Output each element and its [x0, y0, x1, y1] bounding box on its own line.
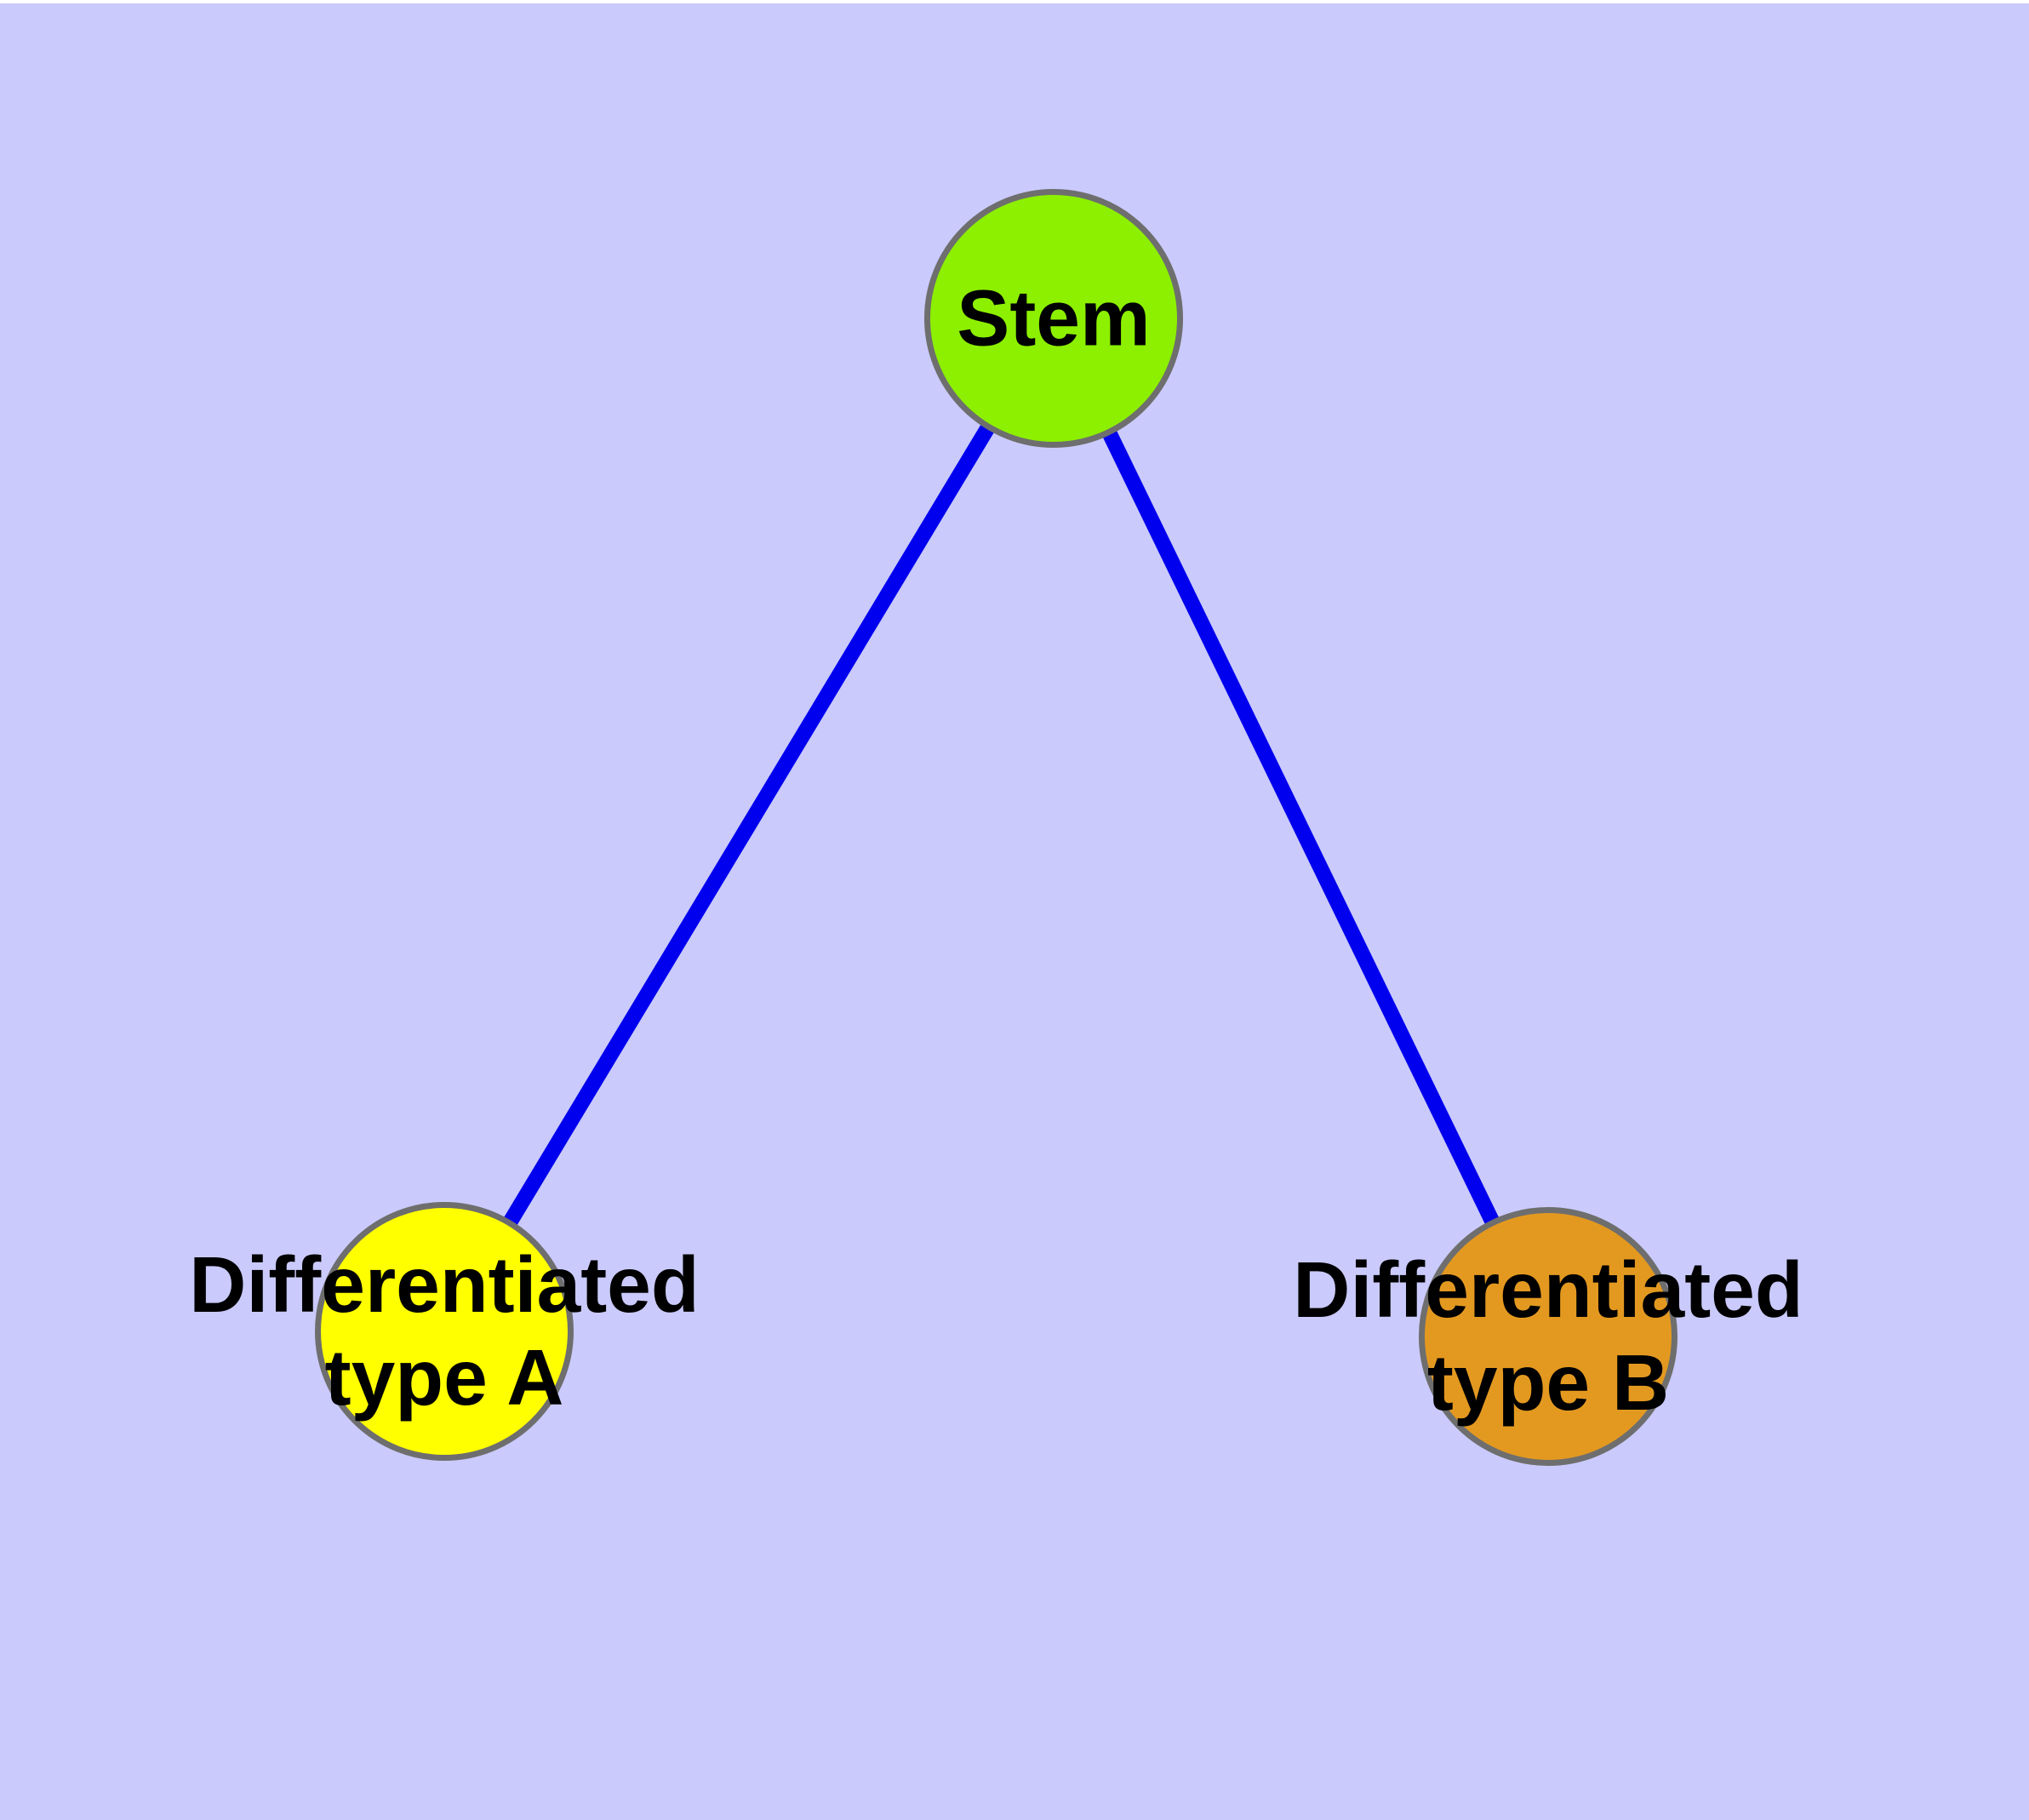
node-type-b-label-line1: Differentiated	[1293, 1245, 1803, 1334]
node-type-a-label-line2: type A	[324, 1333, 564, 1422]
node-type-a-label-line1: Differentiated	[189, 1240, 700, 1329]
node-type-a-label: Differentiated type A	[189, 1239, 699, 1424]
edge-stem-to-type-a	[437, 314, 1060, 1336]
node-stem-label: Stem	[957, 272, 1150, 365]
edge-stem-to-type-b	[1046, 315, 1556, 1340]
top-border-strip	[0, 0, 2029, 3]
node-type-b	[1419, 1207, 1677, 1466]
node-type-b-label: Differentiated type B	[1293, 1244, 1803, 1429]
node-stem	[924, 189, 1183, 448]
node-type-a	[315, 1202, 574, 1461]
node-stem-label-text: Stem	[957, 273, 1151, 363]
node-type-b-label-line2: type B	[1426, 1338, 1670, 1427]
